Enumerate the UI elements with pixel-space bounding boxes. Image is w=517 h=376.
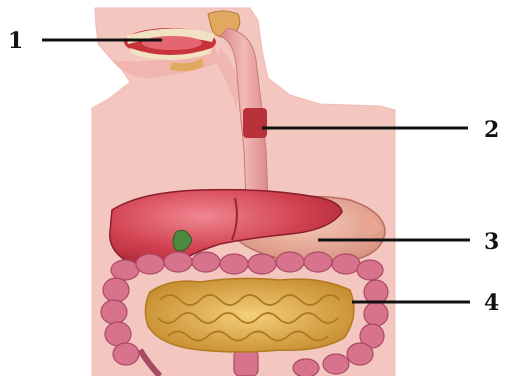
label-4: 4	[484, 290, 499, 316]
label-3: 3	[484, 229, 499, 255]
label-1: 1	[8, 28, 23, 54]
label-2: 2	[484, 117, 499, 143]
small-intestine	[145, 278, 353, 352]
esophagus-highlight-band	[243, 108, 267, 138]
